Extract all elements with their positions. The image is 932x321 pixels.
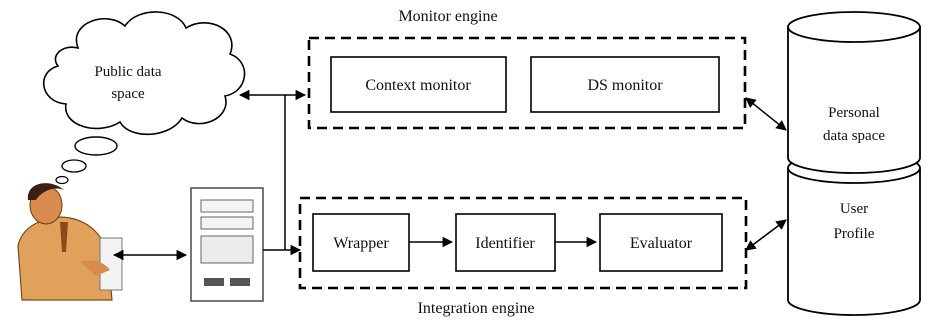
connectors — [112, 89, 787, 261]
cloud-icon — [42, 11, 246, 136]
integration-engine-group: Wrapper Identifier Evaluator Integration… — [298, 196, 748, 317]
context-monitor-box — [330, 56, 507, 113]
user-person-icon — [17, 183, 123, 301]
user-profile-cylinder: User Profile — [787, 152, 921, 316]
evaluator-box — [599, 213, 723, 272]
terminal-bar-1 — [200, 199, 254, 213]
integration-engine-title: Integration engine — [418, 300, 535, 317]
personal-data-space-label-line2: data space — [823, 128, 885, 144]
monitor-engine-dashed-box — [307, 36, 747, 130]
monitor-engine-group: Monitor engine Context monitor DS monito… — [307, 8, 747, 130]
user-profile-label-line2: Profile — [834, 226, 875, 242]
user-desk-monitor — [99, 237, 123, 291]
thought-bubble-icon — [61, 159, 87, 173]
ds-monitor-label: DS monitor — [587, 77, 663, 94]
thought-bubble-icon — [74, 136, 118, 156]
wrapper-box — [312, 213, 410, 272]
public-data-space-cloud: Public data space — [42, 11, 246, 185]
personal-data-space-cylinder: Personal data space — [787, 11, 921, 174]
monitor-engine-title: Monitor engine — [398, 8, 497, 25]
user-hair — [27, 183, 64, 200]
identifier-box — [455, 213, 556, 272]
client-terminal-icon — [190, 187, 264, 302]
user-tie — [60, 222, 68, 252]
terminal-button-left — [204, 278, 224, 286]
evaluator-label: Evaluator — [630, 235, 693, 252]
personal-data-space-label-line1: Personal — [828, 105, 880, 121]
integration-engine-dashed-box — [298, 196, 748, 290]
terminal-bar-2 — [200, 216, 254, 230]
wrapper-label: Wrapper — [333, 235, 389, 252]
database-cylinder-icon: User Profile Personal data space — [787, 11, 921, 316]
user-profile-label-line1: User — [840, 201, 868, 217]
user-hand — [80, 260, 110, 276]
integration-database-arrow — [745, 219, 787, 251]
context-monitor-label: Context monitor — [365, 77, 471, 94]
public-data-space-label-line2: space — [111, 86, 145, 102]
terminal-button-right — [230, 278, 250, 286]
identifier-label: Identifier — [475, 235, 535, 252]
monitor-database-arrow — [745, 97, 787, 131]
public-data-space-label-line1: Public data — [94, 64, 161, 80]
terminal-screen — [200, 235, 254, 264]
ds-monitor-box — [530, 56, 720, 113]
thought-bubble-icon — [55, 175, 69, 185]
